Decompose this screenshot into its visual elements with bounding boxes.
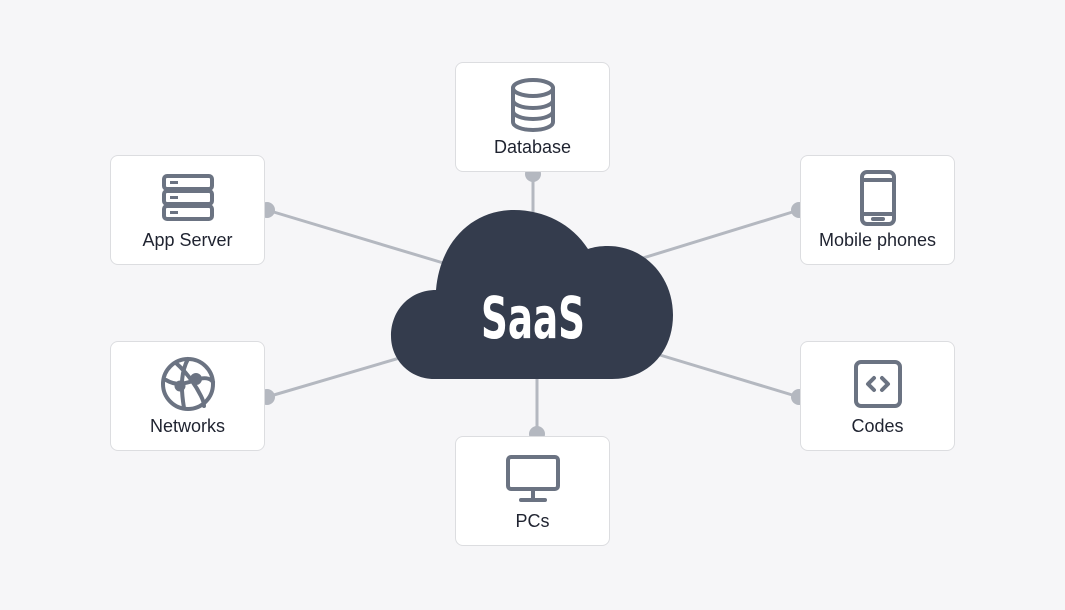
database-icon [505,77,561,133]
networks-label: Networks [149,416,225,436]
codes-card: Codes [800,341,955,451]
connector-line-networks [266,350,421,399]
server-icon [160,170,216,226]
saas-label: SaaS [481,284,585,352]
monitor-icon [505,451,561,507]
cloud-shape [391,210,673,379]
codes-label: Codes [851,416,904,436]
pcs-label: PCs [515,511,550,531]
mobile-phones-card: Mobile phones [800,155,955,265]
mobile-phones-label: Mobile phones [818,230,937,250]
app-server-label: App Server [142,230,233,250]
globe-network-icon [160,356,216,412]
connector-line-codes [649,350,800,399]
mobile-phone-icon [850,170,906,226]
code-icon [850,356,906,412]
app-server-card: App Server [110,155,265,265]
networks-card: Networks [110,341,265,451]
connector-line-mobile [629,208,800,264]
saas-cloud: SaaS [391,210,673,379]
database-card: Database [455,62,610,172]
database-label: Database [493,137,572,157]
pcs-card: PCs [455,436,610,546]
connector-line-app-server [266,208,451,267]
